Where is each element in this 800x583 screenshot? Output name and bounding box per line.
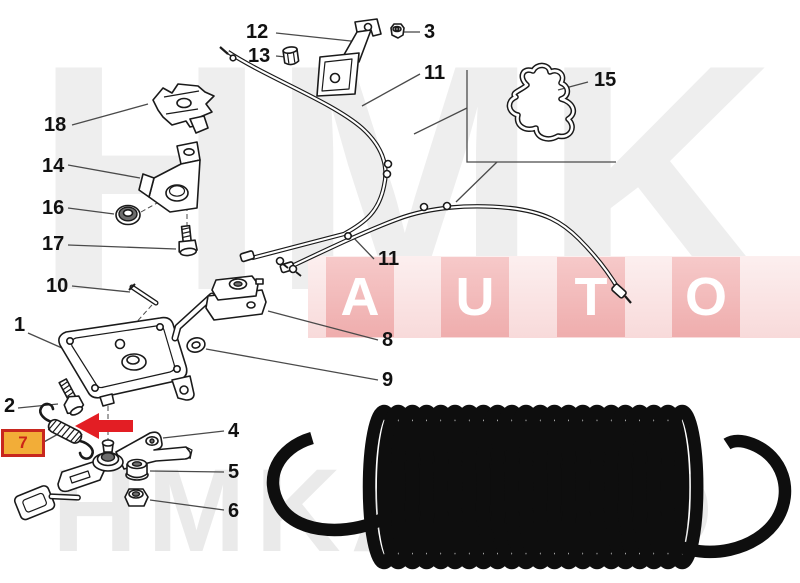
brand-band: A U T O — [308, 256, 800, 338]
cables-group-bracket — [466, 70, 616, 163]
label-11-top: 11 — [424, 62, 445, 84]
label-6: 6 — [228, 500, 239, 522]
part-16-grommet — [115, 204, 141, 226]
label-4: 4 — [228, 420, 240, 442]
label-1: 1 — [14, 314, 25, 336]
spring-right-hook — [669, 434, 792, 559]
part-15-wire-clip — [506, 62, 577, 142]
band-letter: U — [455, 267, 495, 327]
part7-highlight-label: 7 — [18, 433, 28, 452]
part-6-nut — [124, 488, 149, 507]
part-12-bracket — [316, 18, 382, 97]
label-17: 17 — [42, 233, 64, 255]
part-3-nut — [390, 23, 405, 39]
label-12: 12 — [246, 21, 268, 43]
label-9: 9 — [382, 369, 393, 391]
labels: 18 14 16 17 10 1 2 12 13 3 11 15 11 8 9 … — [4, 21, 616, 522]
part-7-spring — [39, 402, 94, 460]
label-10: 10 — [46, 275, 68, 297]
spring-coils — [362, 404, 704, 570]
band-tile: A — [326, 257, 394, 337]
part-13-bushing — [282, 46, 300, 66]
part-1-support-plate — [58, 316, 195, 407]
part-2-bolt — [58, 378, 85, 416]
label-5: 5 — [228, 461, 239, 483]
label-11-mid: 11 — [378, 248, 399, 270]
band-letter: A — [340, 267, 380, 327]
red-arrow — [75, 413, 133, 439]
part-18-clip-plate — [152, 83, 215, 134]
cable-end-cap — [611, 283, 627, 299]
part-17-bolt — [178, 224, 198, 257]
band-letter: T — [574, 267, 608, 327]
label-2: 2 — [4, 395, 15, 417]
spring-left-hook — [266, 432, 392, 537]
brake-cable-upper — [219, 46, 393, 263]
retainer-buckle — [13, 485, 81, 521]
cable-end-cap — [239, 250, 255, 263]
label-18: 18 — [44, 114, 66, 136]
label-13: 13 — [248, 45, 270, 67]
cable-clip — [288, 264, 298, 274]
part-14-bracket — [138, 141, 201, 213]
cable-clip — [275, 256, 285, 266]
part7-highlight-box: 7 — [1, 429, 45, 457]
label-8: 8 — [382, 329, 393, 351]
part-4-lever — [57, 431, 193, 493]
band-tile: U — [441, 257, 509, 337]
band-letter: O — [684, 267, 727, 327]
label-16: 16 — [42, 197, 64, 219]
label-14: 14 — [42, 155, 65, 177]
part-9-washer — [186, 337, 206, 353]
part-5-bushing — [125, 458, 149, 481]
band-tile: O — [672, 257, 740, 337]
label-3: 3 — [424, 21, 435, 43]
part-10-pin — [128, 283, 159, 306]
part-8-equalizer — [171, 256, 302, 342]
label-15: 15 — [594, 69, 616, 91]
band-tile: T — [557, 257, 625, 337]
